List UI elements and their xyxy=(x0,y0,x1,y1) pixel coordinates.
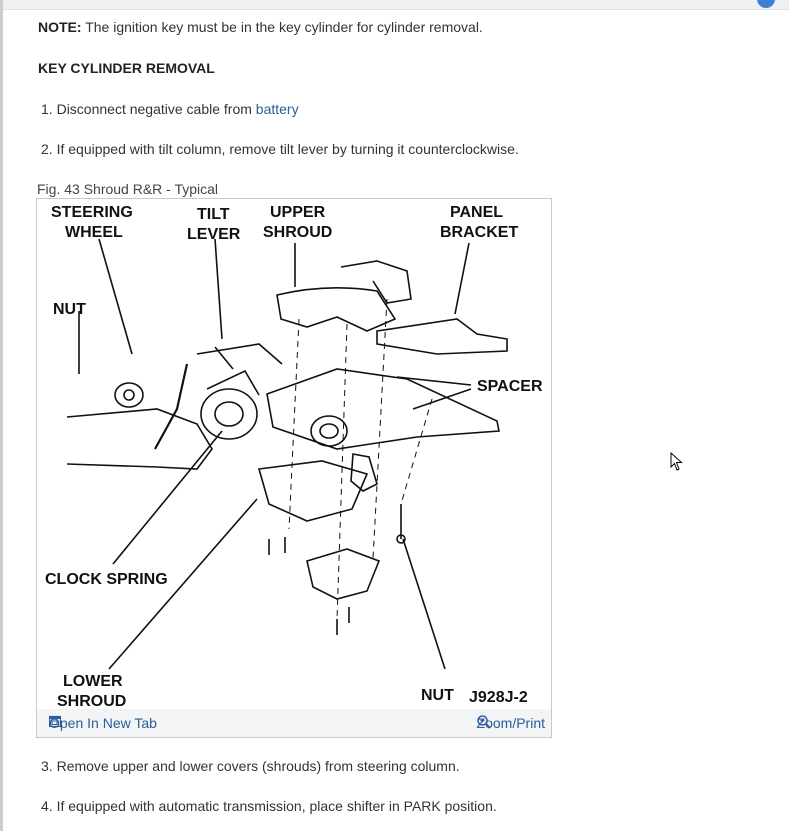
leader-clock-spring xyxy=(112,430,223,565)
steering-wheel-shape xyxy=(66,408,213,470)
label-nut-top: NUT xyxy=(53,301,86,318)
label-lower-shroud: SHROUD xyxy=(57,693,126,709)
label-bracket: BRACKET xyxy=(440,224,518,241)
step-text: Remove upper and lower covers (shrouds) … xyxy=(56,758,460,774)
label-steering: STEERING xyxy=(51,204,133,221)
zoom-print-label: Zoom/Print xyxy=(476,715,545,731)
leader-lower-shroud xyxy=(108,498,258,670)
section-heading: KEY CYLINDER REMOVAL xyxy=(38,60,215,76)
step-2: 2. If equipped with tilt column, remove … xyxy=(41,139,519,159)
mouse-pointer-icon xyxy=(670,452,683,471)
step-3: 3. Remove upper and lower covers (shroud… xyxy=(41,756,460,776)
step-number: 2. xyxy=(41,141,53,157)
lower-shroud-shape xyxy=(257,460,369,522)
zoom-in-icon xyxy=(476,715,491,729)
step-4: 4. If equipped with automatic transmissi… xyxy=(41,796,497,816)
left-border xyxy=(0,0,3,831)
label-lever: LEVER xyxy=(187,226,241,243)
open-in-new-tab-link[interactable]: Open In New Tab xyxy=(49,715,157,731)
leader-spacer xyxy=(396,376,472,410)
clock-spring-shape xyxy=(200,388,258,440)
upper-shroud-shape xyxy=(276,287,397,332)
step-number: 1. xyxy=(41,101,53,117)
battery-link[interactable]: battery xyxy=(255,101,299,117)
leader-nut-bottom xyxy=(402,538,446,670)
label-wheel: WHEEL xyxy=(65,224,123,241)
note-label: NOTE: xyxy=(38,19,82,35)
avatar[interactable] xyxy=(757,0,775,8)
leader-steering-wheel xyxy=(98,238,133,355)
label-panel: PANEL xyxy=(450,204,503,221)
label-upper: UPPER xyxy=(270,204,326,221)
panel-bracket-shape xyxy=(376,318,508,355)
figure-caption: Fig. 43 Shroud R&R - Typical xyxy=(37,181,219,197)
leader-tilt-lever xyxy=(214,238,223,340)
label-upper-shroud: SHROUD xyxy=(263,224,332,241)
open-tab-label: Open In New Tab xyxy=(49,715,157,731)
step-number: 3. xyxy=(41,758,53,774)
label-nut-bottom: NUT xyxy=(421,687,454,704)
figure-frame: STEERING WHEEL TILT LEVER UPPER SHROUD P… xyxy=(36,198,552,738)
figure-toolbar: Open In New Tab Zoom/Print xyxy=(37,709,551,737)
figure-code: J928J-2 xyxy=(469,689,528,706)
step-text: If equipped with automatic transmission,… xyxy=(56,798,497,814)
note-text: The ignition key must be in the key cyli… xyxy=(81,19,483,35)
zoom-print-link[interactable]: Zoom/Print xyxy=(477,715,545,731)
label-tilt: TILT xyxy=(197,206,230,223)
step-number: 4. xyxy=(41,798,53,814)
note-paragraph: NOTE: The ignition key must be in the ke… xyxy=(38,17,483,37)
label-spacer: SPACER xyxy=(477,378,543,395)
step-text: If equipped with tilt column, remove til… xyxy=(56,141,519,157)
shroud-diagram: STEERING WHEEL TILT LEVER UPPER SHROUD P… xyxy=(45,204,543,709)
column-body-shape xyxy=(266,368,500,450)
external-window-icon xyxy=(49,715,61,727)
wheel-nut-shape xyxy=(114,382,144,408)
step-1: 1. Disconnect negative cable from batter… xyxy=(41,99,299,119)
label-lower: LOWER xyxy=(63,673,123,690)
step-text: Disconnect negative cable from xyxy=(56,101,256,117)
leader-panel-bracket xyxy=(454,242,470,315)
top-bar xyxy=(0,0,789,10)
label-clock-spring: CLOCK SPRING xyxy=(45,571,168,588)
